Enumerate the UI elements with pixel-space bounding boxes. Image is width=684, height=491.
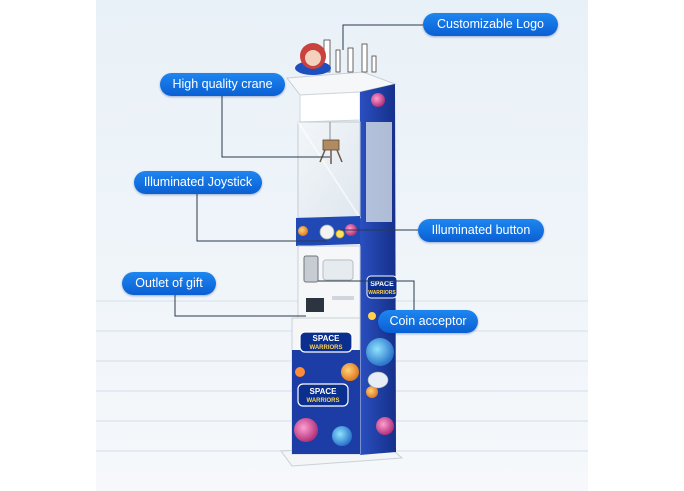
brand-sub-side: WARRIORS (368, 290, 396, 296)
coin-slot (303, 255, 319, 283)
hood-front (299, 91, 361, 123)
callout-coin-acceptor: Coin acceptor (378, 310, 478, 333)
callout-illuminated-button: Illuminated button (418, 219, 544, 242)
callout-customizable-logo: Customizable Logo (423, 13, 558, 36)
callout-outlet-of-gift: Outlet of gift (122, 272, 216, 295)
callout-illuminated-joystick: Illuminated Joystick (134, 171, 262, 194)
side-window (366, 122, 392, 222)
brand-logo-lower (297, 331, 353, 407)
brand-sub-2: WARRIORS (307, 398, 340, 404)
brand-top-side: SPACE (370, 281, 394, 288)
logo-sign (295, 39, 377, 75)
gift-outlet (306, 298, 324, 312)
callout-high-quality-crane: High quality crane (160, 73, 285, 96)
side-planet (371, 93, 385, 107)
brand-top-2: SPACE (310, 387, 338, 396)
brand-top-1: SPACE (313, 334, 341, 343)
crane-claw (319, 122, 343, 164)
joystick (319, 224, 335, 240)
leader-logo (342, 24, 423, 50)
brand-sub-1: WARRIORS (310, 345, 343, 351)
illuminated-button-shape (335, 229, 345, 239)
